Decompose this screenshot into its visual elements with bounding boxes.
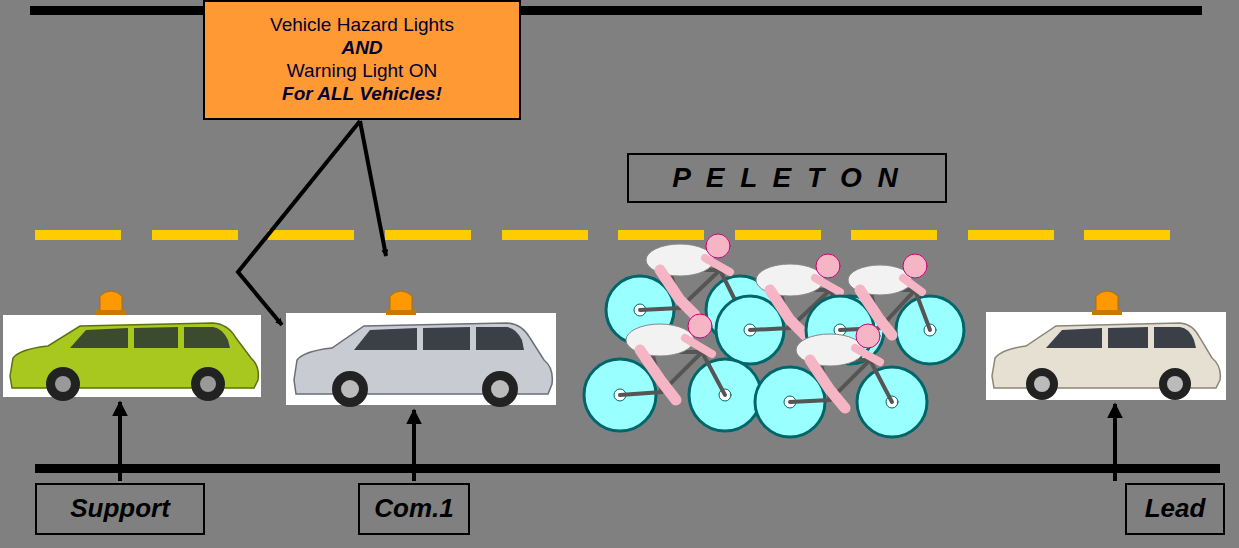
peloton-riders	[584, 234, 964, 437]
support-car	[3, 291, 261, 401]
node-text: Warning Light ON	[287, 60, 437, 83]
callout-box: Vehicle Hazard LightsANDWarning Light ON…	[203, 0, 521, 120]
node-text: Vehicle Hazard Lights	[270, 14, 454, 37]
node-text: For ALL Vehicles!	[282, 83, 442, 106]
lead-car	[986, 291, 1226, 400]
node-text: Com.1	[374, 493, 453, 524]
com1-car	[286, 291, 556, 407]
callout-arrows	[238, 121, 386, 325]
node-text: Support	[70, 493, 170, 524]
vehicle-label: Support	[35, 483, 205, 535]
road-edge	[35, 464, 1220, 473]
centre-line	[35, 230, 1170, 240]
node-text: Lead	[1145, 493, 1206, 524]
pointer-arrows	[120, 402, 1115, 481]
vehicle-label: Com.1	[358, 483, 470, 535]
vehicle-label: Lead	[1125, 483, 1225, 535]
node-text: AND	[341, 37, 382, 60]
peloton-box: P E L E T O N	[627, 153, 947, 203]
node-text: P E L E T O N	[672, 161, 901, 195]
